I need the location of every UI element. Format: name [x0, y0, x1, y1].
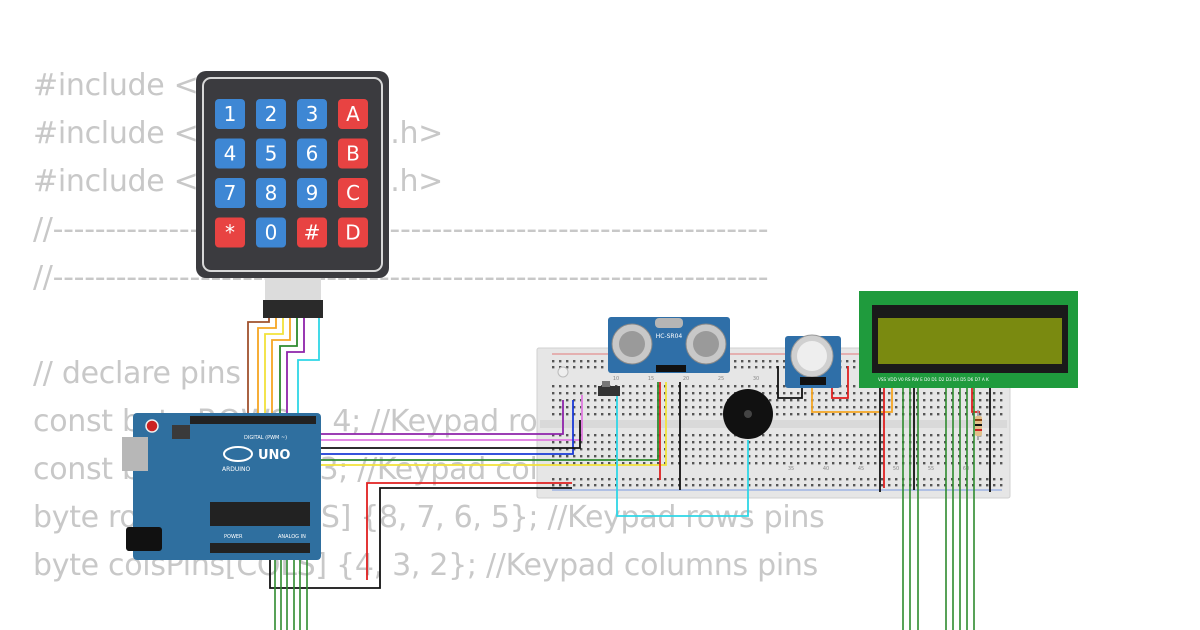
- keypad-key-label: 0: [265, 221, 278, 245]
- code-line: // declare pins: [33, 356, 241, 391]
- keypad-key-label: 8: [265, 181, 278, 205]
- keypad-key-2[interactable]: 2: [256, 99, 286, 129]
- wire-black-power: [379, 487, 572, 580]
- lcd-data-wires: [902, 384, 975, 630]
- wire-orange-pot: [811, 384, 893, 413]
- keypad-key-label: 1: [224, 102, 237, 126]
- code-line: //--------------------------------------…: [33, 260, 769, 295]
- lcd-pin-labels: VSS VDD V0 RS RW E D0 D1 D2 D3 D4 D5 D6 …: [878, 377, 989, 382]
- breadboard-number: 60: [963, 466, 969, 472]
- code-line: //--------------------------------------…: [33, 212, 769, 247]
- breadboard-column-numbers: 10 15 20 25 30 35 40 45 50 55 60: [613, 376, 969, 472]
- potentiometer[interactable]: [785, 334, 841, 388]
- wire-red-power: [366, 482, 572, 580]
- keypad-key-label: D: [345, 221, 360, 245]
- slide-switch[interactable]: [598, 381, 620, 396]
- keypad-key-label: 9: [306, 181, 319, 205]
- led[interactable]: [557, 366, 569, 378]
- wire-brown: [247, 318, 270, 421]
- keypad-key-#[interactable]: #: [297, 217, 327, 248]
- breadboard-number: 55: [928, 466, 934, 472]
- keypad-key-label: B: [346, 142, 360, 166]
- wire-black-pot: [777, 366, 803, 399]
- ultrasonic-label: HC-SR04: [656, 333, 683, 340]
- wire-yellow-2: [245, 382, 667, 466]
- wire-yellow: [264, 318, 284, 421]
- wire-orange-2: [271, 318, 291, 421]
- wire-purple: [286, 318, 305, 421]
- keypad-key-0[interactable]: 0: [256, 217, 286, 248]
- keypad-key-C[interactable]: C: [338, 178, 368, 208]
- keypad-key-label: 7: [224, 181, 237, 205]
- keypad-key-label: 2: [265, 102, 278, 126]
- arduino-power-label: POWER: [224, 534, 243, 540]
- wire-orange: [257, 318, 277, 421]
- keypad-key-*[interactable]: *: [215, 217, 245, 248]
- keypad-key-4[interactable]: 4: [215, 138, 245, 169]
- keypad-key-label: 3: [306, 102, 319, 126]
- keypad-key-A[interactable]: A: [338, 99, 368, 129]
- wire-red-pot: [831, 366, 849, 399]
- keypad-key-3[interactable]: 3: [297, 99, 327, 129]
- wire-cyan-2: [616, 396, 749, 517]
- lcd-display[interactable]: VSS VDD V0 RS RW E D0 D1 D2 D3 D4 D5 D6 …: [859, 291, 1078, 388]
- breadboard-number: 15: [648, 376, 654, 382]
- wire-green-2: [240, 382, 659, 461]
- breadboard-number: 20: [683, 376, 689, 382]
- arduino-uno-logo: UNO: [258, 448, 291, 463]
- wire-cyan: [297, 318, 320, 421]
- breadboard-number: 45: [858, 466, 864, 472]
- keypad-key-7[interactable]: 7: [215, 178, 245, 208]
- arduino-analog-label: ANALOG IN: [278, 534, 306, 540]
- keypad-key-label: 4: [224, 142, 237, 166]
- keypad-key-label: A: [346, 102, 360, 126]
- keypad-key-1[interactable]: 1: [215, 99, 245, 129]
- keypad-wires: [247, 318, 320, 421]
- keypad-key-6[interactable]: 6: [297, 138, 327, 169]
- arduino-bottom-wires: [274, 555, 308, 630]
- keypad-key-5[interactable]: 5: [256, 138, 286, 169]
- keypad-key-9[interactable]: 9: [297, 178, 327, 208]
- breadboard-number: 25: [718, 376, 724, 382]
- keypad[interactable]: 1 2 3 A 4 5 6 B 7 8 9 C * 0 # D: [196, 71, 389, 318]
- wire-black-bottom: [269, 560, 381, 589]
- wire-green: [279, 318, 298, 421]
- breadboard-number: 30: [753, 376, 759, 382]
- keypad-key-label: #: [304, 221, 321, 245]
- keypad-key-8[interactable]: 8: [256, 178, 286, 208]
- keypad-key-label: C: [346, 181, 360, 205]
- keypad-key-label: *: [225, 221, 235, 245]
- arduino-digital-label: DIGITAL (PWM ~): [244, 435, 287, 441]
- arduino-uno[interactable]: UNO ARDUINO DIGITAL (PWM ~) POWER ANALOG…: [122, 413, 321, 560]
- keypad-key-label: 5: [265, 142, 278, 166]
- keypad-key-B[interactable]: B: [338, 138, 368, 169]
- buzzer[interactable]: [723, 389, 773, 439]
- breadboard-number: 10: [613, 376, 619, 382]
- resistor[interactable]: [975, 410, 982, 440]
- breadboard-number: 50: [893, 466, 899, 472]
- keypad-key-D[interactable]: D: [338, 217, 368, 248]
- arduino-brand: ARDUINO: [222, 466, 251, 473]
- keypad-key-label: 6: [306, 142, 319, 166]
- code-line: byte colsPins[COLS] {4, 3, 2}; //Keypad …: [33, 548, 818, 583]
- breadboard-number: 40: [823, 466, 829, 472]
- ultrasonic-sensor[interactable]: HC-SR04: [608, 317, 730, 373]
- breadboard-number: 35: [788, 466, 794, 472]
